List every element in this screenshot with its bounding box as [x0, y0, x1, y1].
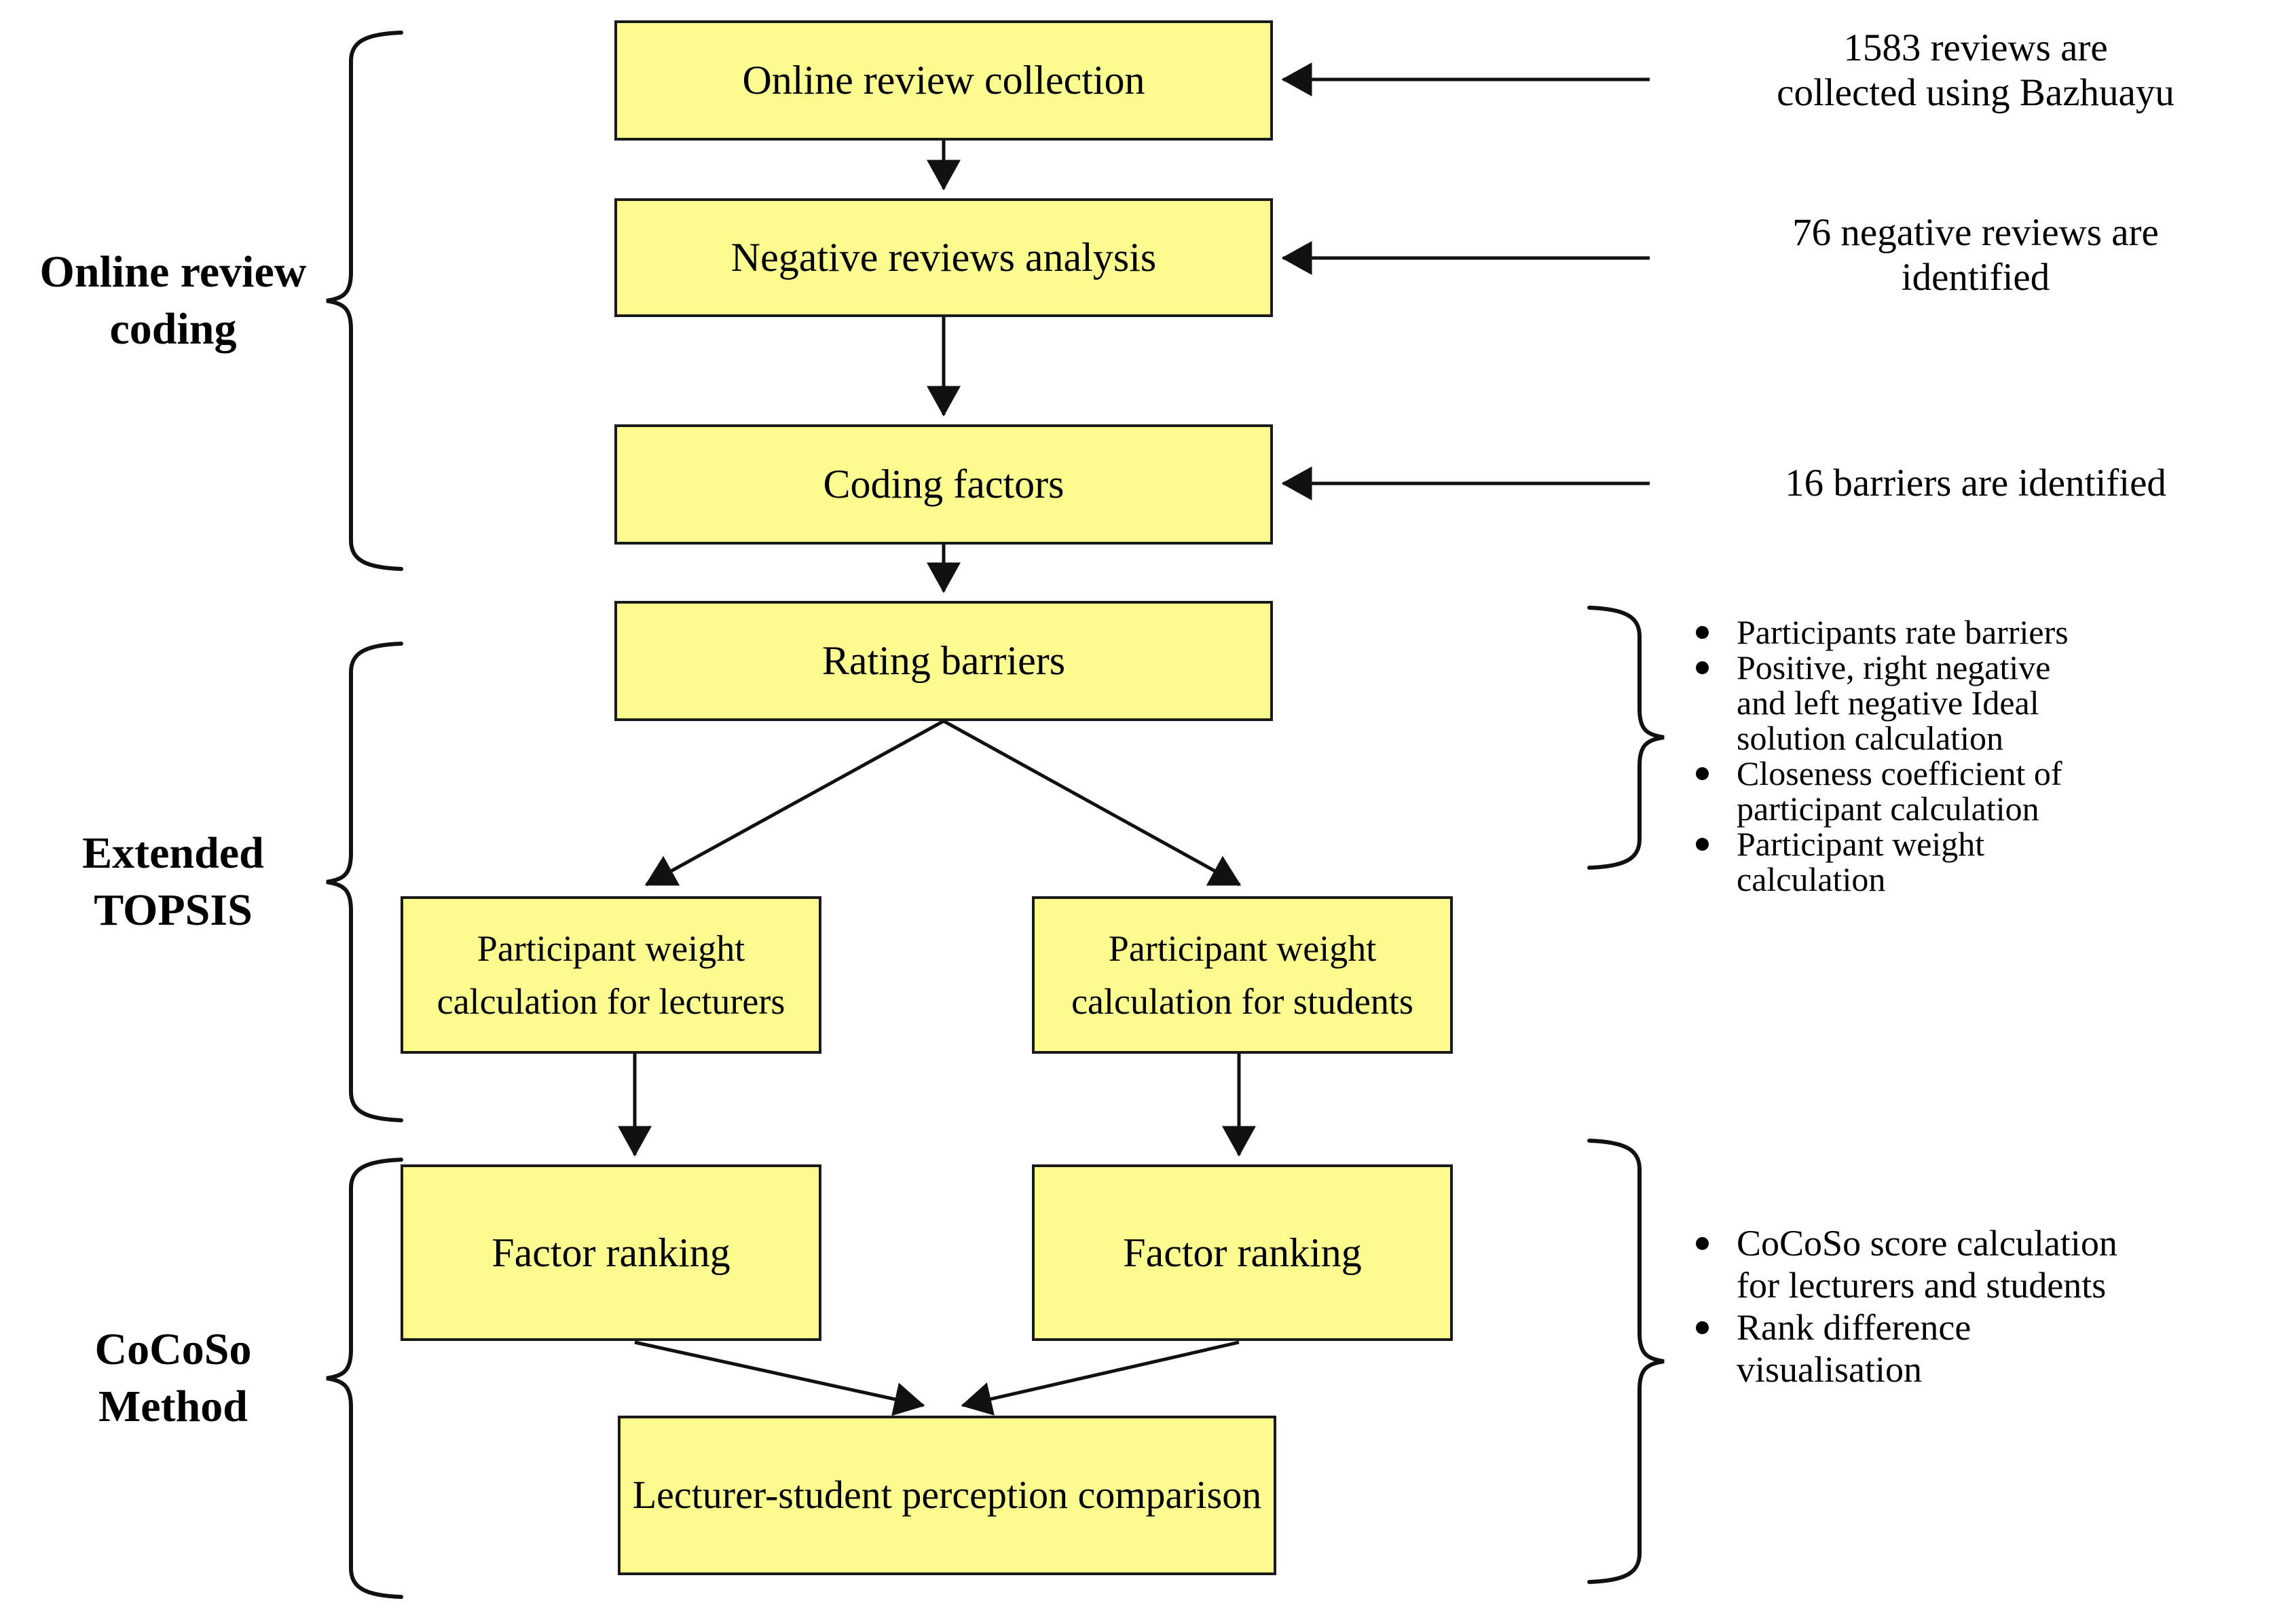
section-label-extended-topsis: Extended TOPSIS: [10, 825, 336, 939]
bullet-dot: [1696, 767, 1709, 780]
note-line: 16 barriers are identified: [1785, 462, 2166, 504]
arrow-ranking-right-to-comparison: [961, 1340, 1240, 1416]
box-label: Participant weight calculation for lectu…: [437, 927, 785, 1022]
box-label: Online review collection: [742, 58, 1145, 103]
bullet-line: Closeness coefficient of: [1690, 754, 2288, 792]
section-label-line: Online review: [39, 247, 307, 297]
box-label: Factor ranking: [492, 1230, 730, 1275]
box-factor-ranking-left: Factor ranking: [401, 1164, 821, 1341]
bullet-line: Rank difference: [1690, 1306, 2288, 1348]
bullet-text: for lecturers and students: [1737, 1265, 2107, 1306]
box-label: Participant weight calculation for stude…: [1071, 927, 1413, 1022]
note-negative-reviews: 76 negative reviews are identified: [1667, 210, 2284, 300]
bullet-text: participant calculation: [1737, 790, 2039, 828]
bullet-text: Closeness coefficient of: [1737, 754, 2062, 792]
bullet-text: calculation: [1737, 860, 1886, 898]
bullet-text: visualisation: [1737, 1349, 1922, 1390]
box-participant-weight-students: Participant weight calculation for stude…: [1032, 896, 1453, 1054]
section-label-line: coding: [109, 304, 237, 354]
arrow-rating-to-lecturers: [644, 719, 945, 887]
box-label: Factor ranking: [1123, 1230, 1362, 1275]
section-label-line: Extended: [82, 828, 264, 878]
arrow-ranking-left-to-comparison: [634, 1340, 925, 1416]
box-factor-ranking-right: Factor ranking: [1032, 1164, 1453, 1341]
box-label: Coding factors: [823, 462, 1064, 507]
bullet-dot: [1696, 837, 1709, 851]
section-label-line: CoCoSo: [94, 1325, 252, 1374]
bullet-line: visualisation: [1690, 1348, 2288, 1391]
topsis-bullet-list: Participants rate barriers Positive, rig…: [1690, 613, 2288, 898]
bullet-dot: [1696, 625, 1709, 639]
brace-cocoso-right: [1587, 1139, 1665, 1584]
box-negative-reviews-analysis: Negative reviews analysis: [614, 198, 1273, 317]
bullet-line: and left negative Ideal: [1690, 684, 2288, 722]
bullet-line: CoCoSo score calculation: [1690, 1222, 2288, 1264]
bullet-text: CoCoSo score calculation: [1737, 1223, 2117, 1264]
arrow-rating-to-students: [942, 719, 1242, 887]
box-coding-factors: Coding factors: [614, 424, 1273, 545]
section-label-line: TOPSIS: [94, 885, 253, 935]
bullet-dot: [1696, 1236, 1709, 1250]
bullet-dot: [1696, 661, 1709, 674]
bullet-line: calculation: [1690, 860, 2288, 898]
box-participant-weight-lecturers: Participant weight calculation for lectu…: [401, 896, 821, 1054]
bullet-dot: [1696, 1321, 1709, 1334]
bullet-line: solution calculation: [1690, 719, 2288, 757]
note-line: 1583 reviews are: [1843, 26, 2108, 69]
cocoso-bullet-list: CoCoSo score calculation for lecturers a…: [1690, 1222, 2288, 1391]
box-perception-comparison: Lecturer-student perception comparison: [618, 1416, 1276, 1575]
brace-topsis-right: [1587, 606, 1665, 870]
section-label-cocoso-method: CoCoSo Method: [10, 1321, 336, 1435]
box-rating-barriers: Rating barriers: [614, 601, 1273, 721]
note-line: identified: [1901, 256, 2050, 299]
brace-online-review-coding: [326, 31, 403, 571]
box-online-review-collection: Online review collection: [614, 20, 1273, 141]
bullet-line: Participant weight: [1690, 825, 2288, 863]
note-reviews-collected: 1583 reviews are collected using Bazhuay…: [1667, 26, 2284, 115]
note-barriers-identified: 16 barriers are identified: [1667, 461, 2284, 506]
bullet-text: Positive, right negative: [1737, 648, 2051, 686]
section-label-line: Method: [98, 1382, 248, 1431]
bullet-text: Rank difference: [1737, 1307, 1971, 1348]
box-label: Lecturer-student perception comparison: [632, 1473, 1262, 1517]
bullet-text: Participant weight: [1737, 825, 1985, 863]
bullet-line: Positive, right negative: [1690, 648, 2288, 686]
box-label: Negative reviews analysis: [730, 235, 1157, 280]
bullet-text: and left negative Ideal: [1737, 684, 2039, 722]
note-line: collected using Bazhuayu: [1777, 71, 2174, 114]
brace-cocoso-left: [326, 1158, 403, 1599]
brace-extended-topsis-left: [326, 642, 403, 1122]
section-label-online-review-coding: Online review coding: [10, 244, 336, 358]
bullet-text: solution calculation: [1737, 719, 2003, 757]
bullet-line: Participants rate barriers: [1690, 613, 2288, 651]
bullet-text: Participants rate barriers: [1737, 613, 2069, 651]
note-line: 76 negative reviews are: [1792, 211, 2159, 254]
bullet-line: for lecturers and students: [1690, 1264, 2288, 1306]
box-label: Rating barriers: [821, 638, 1066, 683]
bullet-line: participant calculation: [1690, 790, 2288, 828]
